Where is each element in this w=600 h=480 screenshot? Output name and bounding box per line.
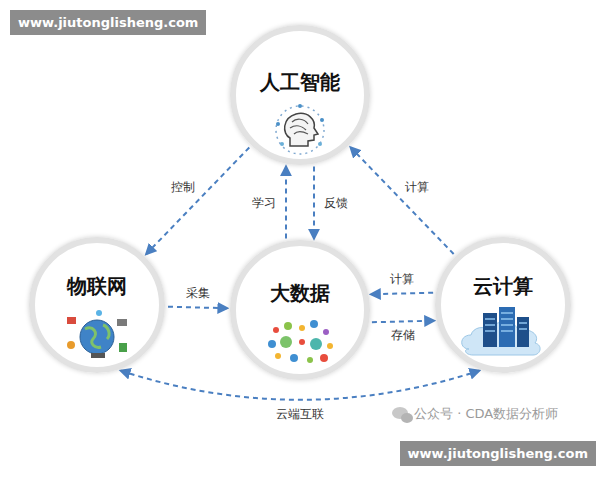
edge-label: 存储 [389,327,417,344]
dashed-arrow [372,321,434,323]
dashed-arrow [168,307,227,308]
circle-node: 人工智能 [230,25,370,165]
dashed-arrow [371,293,433,295]
dashed-arrow [146,147,249,253]
edge-label: 云端互联 [274,405,326,422]
wechat-icon [392,407,413,423]
watermark: 公众号 · CDA数据分析师 [414,405,558,423]
dashed-arrow [285,167,287,239]
circle-node: 云计算 [435,237,571,373]
circle-node: 物联网 [29,237,165,373]
watermark: www.jiutonglisheng.com [400,441,596,466]
brain-head-icon [276,104,324,154]
node-title: 云计算 [441,273,565,300]
circle-node: 大数据 [230,240,370,380]
cloud-server-icon [462,307,540,355]
iot-globe-icon [67,310,127,358]
edge-label: 计算 [403,178,431,195]
edge-label: 计算 [388,271,416,288]
node-title: 大数据 [236,280,364,307]
node-title: 人工智能 [236,69,364,96]
watermark: www.jiutonglisheng.com [10,10,206,35]
edge-label: 采集 [184,285,212,302]
edge-label: 控制 [169,178,197,195]
dashed-arrow [351,147,454,253]
edge-label: 学习 [250,194,278,211]
data-dots-icon [268,320,333,363]
dashed-arrow [313,167,315,239]
node-title: 物联网 [35,273,159,300]
edge-label: 反馈 [322,194,350,211]
